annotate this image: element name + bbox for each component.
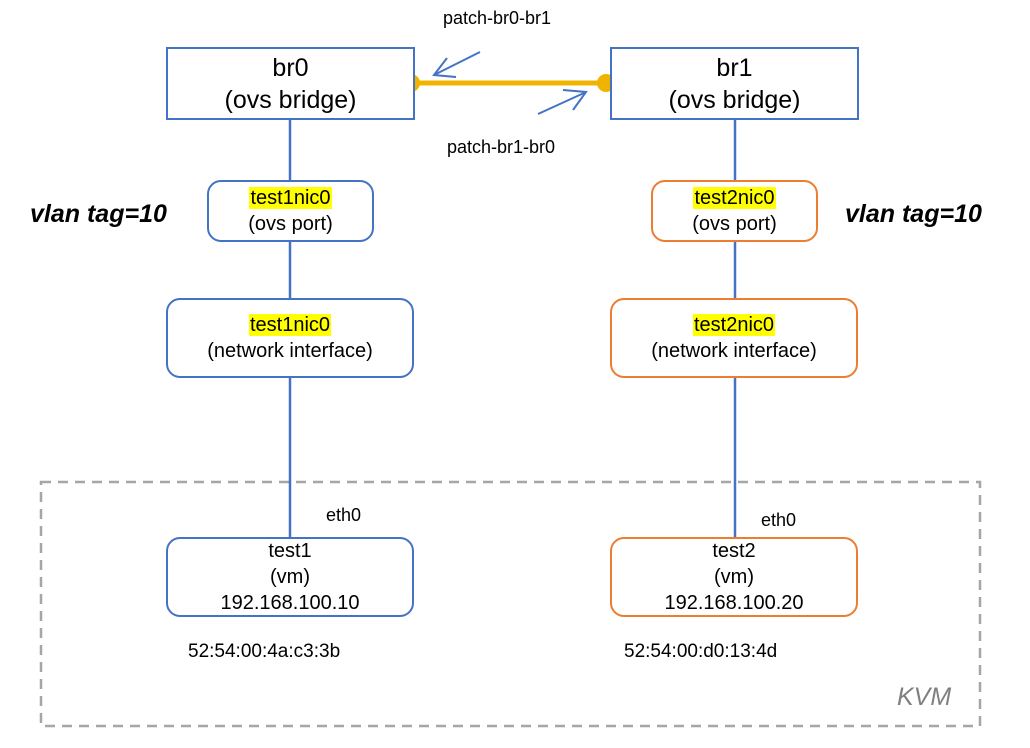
vm-test1: test1 (vm) 192.168.100.10: [166, 537, 414, 617]
vm-test2: test2 (vm) 192.168.100.20: [610, 537, 858, 617]
vlan-label-right: vlan tag=10: [845, 200, 982, 228]
arrow-patch-br0-br1: [432, 51, 481, 78]
bridge-br1-type: (ovs bridge): [668, 85, 801, 114]
ovs-port-right: test2nic0 (ovs port): [651, 180, 818, 242]
network-interface-right-name: test2nic0: [692, 314, 776, 336]
network-interface-left-type: (network interface): [207, 340, 373, 362]
patch-br1-br0-label: patch-br1-br0: [447, 137, 556, 157]
vm-test1-ip: 192.168.100.10: [220, 592, 360, 614]
bridge-br1-name: br1: [716, 53, 753, 82]
mac-address-left: 52:54:00:4a:c3:3b: [188, 641, 341, 662]
patch-br0-br1-label: patch-br0-br1: [443, 8, 552, 28]
ovs-port-left-name: test1nic0: [249, 187, 332, 209]
ovs-port-left-type: (ovs port): [248, 213, 333, 235]
eth0-label-left: eth0: [326, 505, 362, 525]
arrow-patch-br1-br0: [537, 89, 588, 115]
network-interface-right: test2nic0 (network interface): [610, 298, 858, 378]
bridge-br0-type: (ovs bridge): [224, 85, 357, 114]
vm-test2-name: test2: [712, 540, 756, 562]
vm-test1-type: (vm): [270, 566, 310, 588]
ovs-port-right-type: (ovs port): [692, 213, 777, 235]
mac-address-right: 52:54:00:d0:13:4d: [624, 641, 778, 662]
ovs-port-left: test1nic0 (ovs port): [207, 180, 374, 242]
eth0-label-right: eth0: [761, 510, 797, 530]
network-interface-left: test1nic0 (network interface): [166, 298, 414, 378]
vm-test1-name: test1: [268, 540, 312, 562]
vlan-label-left: vlan tag=10: [30, 200, 167, 228]
vm-test2-type: (vm): [714, 566, 754, 588]
network-interface-left-name: test1nic0: [248, 314, 332, 336]
bridge-br0-name: br0: [272, 53, 309, 82]
ovs-port-right-name: test2nic0: [693, 187, 776, 209]
kvm-label: KVM: [897, 683, 952, 711]
kvm-region: [39, 480, 982, 728]
bridge-br1: br1 (ovs bridge): [610, 47, 859, 120]
network-interface-right-type: (network interface): [651, 340, 817, 362]
bridge-br0: br0 (ovs bridge): [166, 47, 415, 120]
vm-test2-ip: 192.168.100.20: [664, 592, 804, 614]
